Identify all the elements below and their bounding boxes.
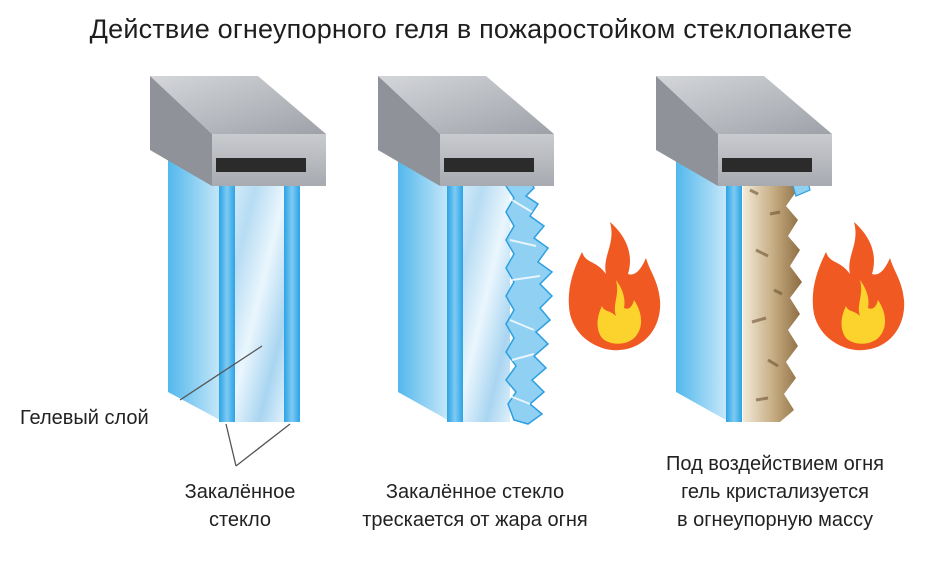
tempered-glass-pane: [726, 170, 742, 422]
tempered-glass-pane-right: [284, 172, 300, 422]
panel-1-caption: Закалённое стекло: [184, 481, 296, 531]
panel-2-caption: Закалённое стекло трескается от жара огн…: [362, 481, 588, 531]
fire-icon: [812, 222, 905, 351]
crystallized-gel: [743, 174, 802, 422]
panel-1: [150, 76, 326, 422]
panel-2: [378, 76, 661, 425]
frame-side: [150, 76, 212, 186]
tempered-glass-pane-left: [219, 170, 235, 422]
page-title: Действие огнеупорного геля в пожаростойк…: [89, 14, 853, 44]
back-glass-pane: [676, 158, 726, 420]
frame-side: [656, 76, 718, 186]
fire-icon: [568, 222, 661, 351]
frame-channel: [444, 158, 534, 172]
back-glass-pane: [398, 158, 448, 420]
frame-top: [150, 76, 326, 134]
frame-side: [378, 76, 440, 186]
panel-3-caption: Под воздействием огня гель кристализуетс…: [666, 453, 884, 531]
gel-layer-label: Гелевый слой: [20, 407, 149, 429]
frame-channel: [216, 158, 306, 172]
tempered-glass-pane: [447, 170, 463, 422]
glass-leader-line-left: [225, 423, 237, 467]
frame-channel: [722, 158, 812, 172]
glass-leader-line-right: [235, 423, 291, 467]
frame-top: [378, 76, 554, 134]
gel-leader-line: [179, 345, 263, 401]
frame-top: [656, 76, 832, 134]
panel-3: [656, 76, 905, 422]
back-glass-pane: [168, 158, 220, 420]
